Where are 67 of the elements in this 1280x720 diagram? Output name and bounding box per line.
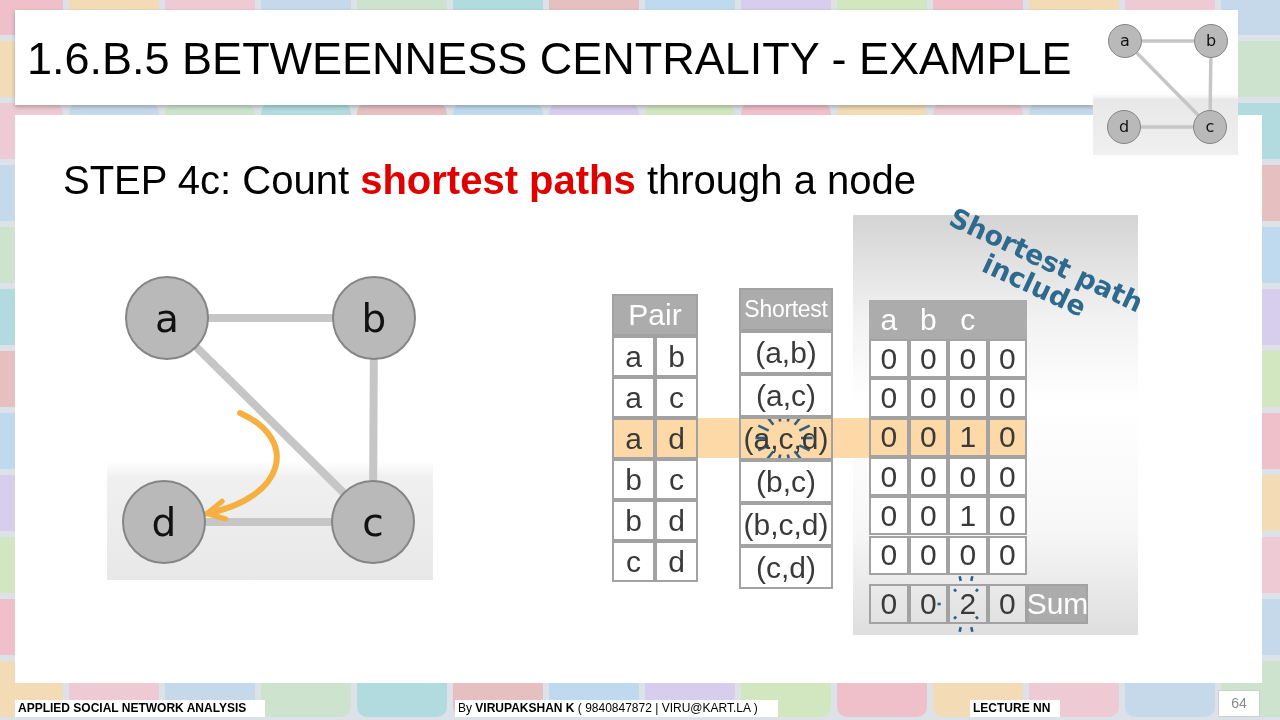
slide-title: 1.6.B.5 BETWEENNESS CENTRALITY - EXAMPLE <box>27 36 1072 81</box>
table-cell: 1 <box>948 496 988 536</box>
footer-label: By VIRUPAKSHAN K ( 9840847872 | VIRU@KART.LA ) <box>455 700 778 717</box>
table-cell: b <box>612 500 655 541</box>
table-cell: 0 <box>908 535 948 575</box>
table-cell: 0 <box>869 417 909 457</box>
column-header: Pair <box>612 294 698 336</box>
table-cell: 0 <box>869 496 909 536</box>
table-cell: a <box>612 336 655 377</box>
table-cell: (b,c) <box>739 460 833 503</box>
page-number: 64 <box>1218 690 1260 717</box>
table-cell: 0 <box>987 535 1027 575</box>
table-cell: 0 <box>908 456 948 497</box>
table-cell: 0 <box>908 584 948 624</box>
table-cell: (b,c,d) <box>739 503 833 546</box>
table-cell: 0 <box>869 584 909 624</box>
table-cell: 0 <box>987 378 1027 418</box>
table-cell: 0 <box>948 456 988 497</box>
edge-line <box>1208 57 1213 111</box>
table-cell: c <box>655 459 698 500</box>
table-cell: 0 <box>908 496 948 536</box>
footer-label: APPLIED SOCIAL NETWORK ANALYSIS <box>15 700 265 717</box>
table-cell: 0 <box>908 378 948 418</box>
edge-line <box>203 518 334 526</box>
footer-label: LECTURE NN <box>970 700 1060 717</box>
curved-arrow <box>204 410 280 521</box>
table-cell: 0 <box>987 456 1027 497</box>
column-header: a <box>879 305 899 335</box>
column-header: c <box>959 305 977 335</box>
row-header: Sum <box>1027 584 1088 624</box>
table-cell: 0 <box>948 339 988 379</box>
table-cell: 0 <box>987 339 1027 379</box>
column-header: Shortest <box>739 288 833 331</box>
table-cell: a <box>612 377 655 418</box>
table-cell: b <box>612 459 655 500</box>
table-cell: d <box>655 500 698 541</box>
table-cell: 2 <box>948 584 988 624</box>
table-cell: 0 <box>869 535 909 575</box>
table-cell: 0 <box>908 417 948 457</box>
table-cell: 0 <box>869 456 909 497</box>
table-cell: 0 <box>869 378 909 418</box>
column-header: b <box>918 305 938 335</box>
table-cell: 1 <box>948 417 988 457</box>
table-cell: d <box>655 541 698 582</box>
table-cell: (a,c,d) <box>739 417 833 460</box>
table-cell: (a,c) <box>739 374 833 417</box>
table-cell: 0 <box>987 496 1027 536</box>
table-cell: 0 <box>869 339 909 379</box>
table-cell: 0 <box>948 535 988 575</box>
table-cell: (a,b) <box>739 331 833 374</box>
table-cell: 0 <box>987 584 1027 624</box>
table-cell: d <box>655 418 698 459</box>
edge-line <box>1141 39 1195 43</box>
table-cell: a <box>612 418 655 459</box>
table-cell: 0 <box>987 417 1027 457</box>
table-cell: c <box>655 377 698 418</box>
table-cell: b <box>655 336 698 377</box>
step-heading: STEP 4c: Count shortest paths through a node <box>63 158 917 202</box>
edge-line <box>369 357 378 483</box>
edge-line <box>193 344 347 496</box>
edge-line <box>1140 125 1194 129</box>
edge-line <box>206 314 335 322</box>
table-cell: 0 <box>908 339 948 379</box>
table-cell: c <box>612 541 655 582</box>
table-cell: 0 <box>948 378 988 418</box>
edge-line <box>1135 52 1200 116</box>
table-cell: (c,d) <box>739 546 833 589</box>
